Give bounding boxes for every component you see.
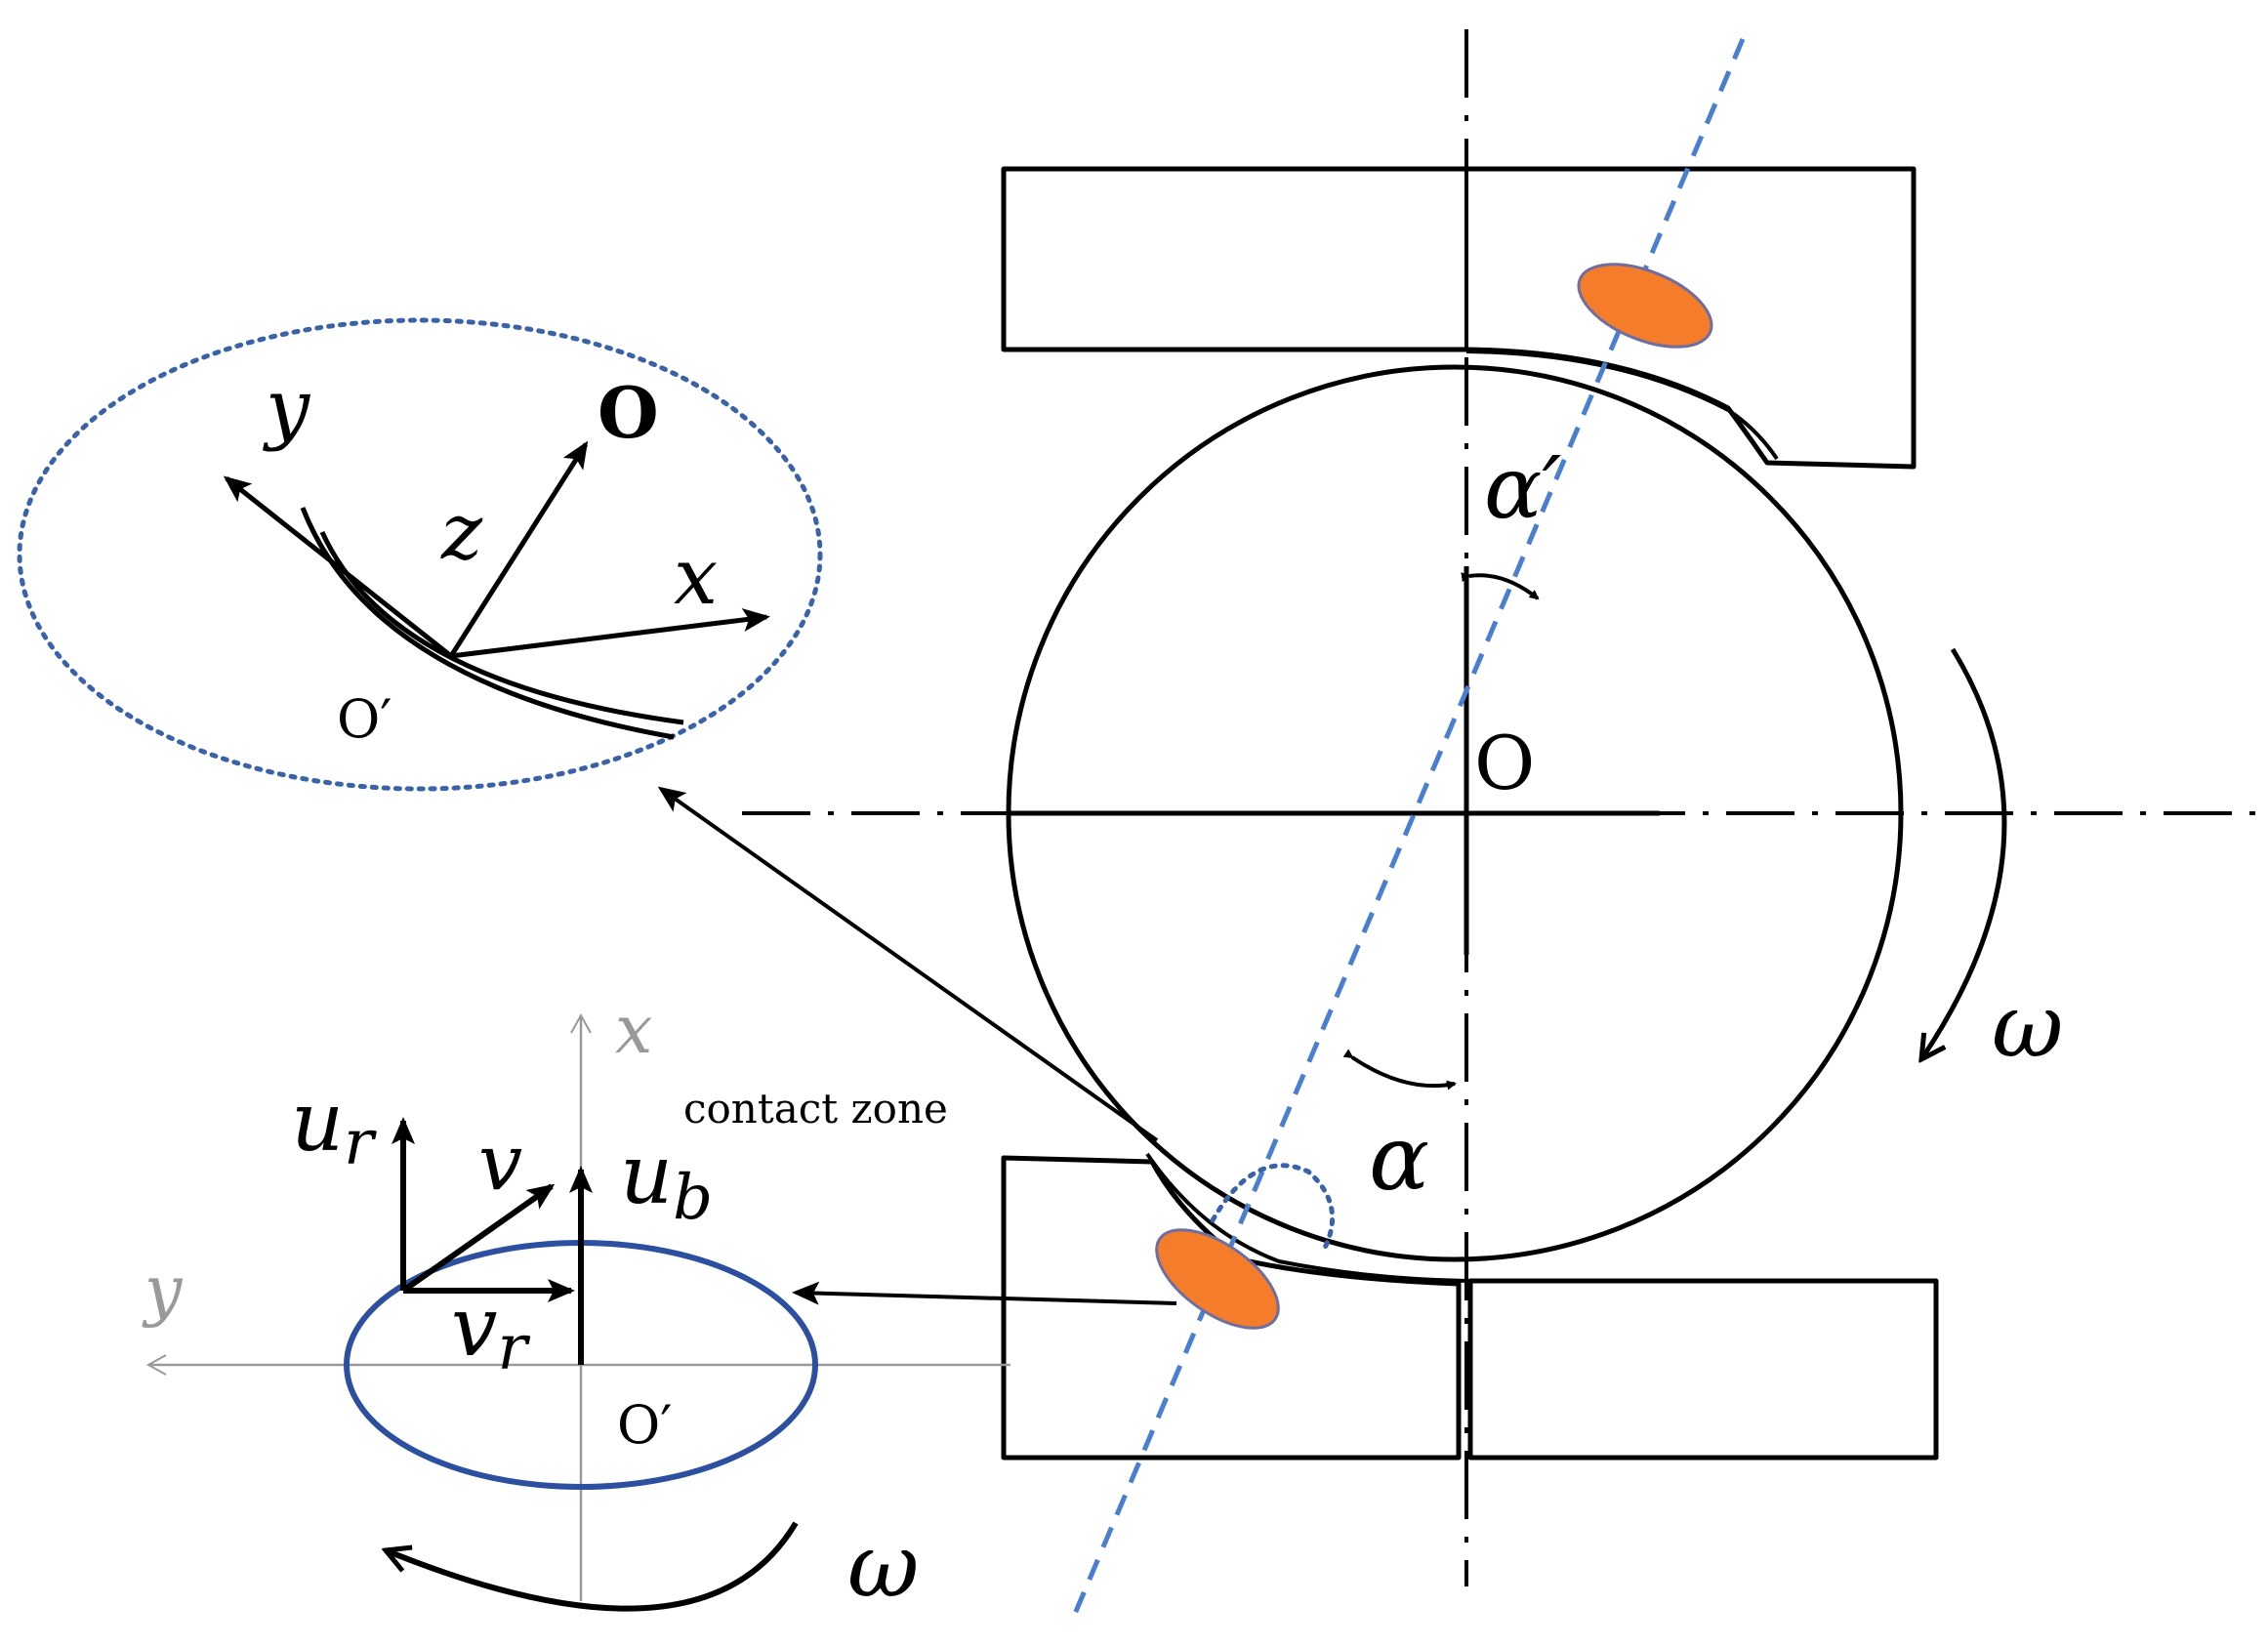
alpha-prime-arc — [1461, 572, 1540, 600]
lower-raceway-arc — [1145, 1152, 1467, 1283]
upper-race-block — [1001, 166, 1917, 470]
inset-surface-curve-outer — [300, 507, 675, 740]
u-r-label: ur — [291, 1074, 377, 1179]
v-r-label: vr — [451, 1279, 530, 1384]
cz-x-label: x — [615, 992, 652, 1069]
inset-leader-arrow — [657, 786, 1159, 1142]
omega-bottom-label: ω — [847, 1515, 919, 1618]
lower-race-right-part — [1467, 1278, 1939, 1461]
zoom-marker-circle — [1210, 1163, 1336, 1255]
lower-contact-ellipse — [1155, 1228, 1280, 1330]
omega-right-label: ω — [1992, 975, 2063, 1078]
upper-contact-ellipse — [1577, 263, 1713, 349]
surface-frame-inset: y z x O O′ — [17, 317, 823, 792]
center-label: O — [1474, 720, 1535, 806]
inset-z-axis — [448, 440, 589, 658]
contact-zone-label: contact zone — [683, 1085, 948, 1132]
inset-y-axis — [223, 475, 453, 658]
upper-raceway-arc — [1465, 350, 1779, 461]
inset-z-label: z — [440, 486, 483, 577]
contact-zone-detail: x y ur v ub vr O′ contact zone ω — [142, 992, 1010, 1618]
inset-boundary — [17, 317, 823, 792]
inset-origin-label: O′ — [337, 688, 392, 750]
contact-zone-leader-arrow — [792, 1281, 1177, 1305]
inset-y-label: y — [263, 362, 311, 453]
inset-O-label: O — [598, 371, 659, 454]
inset-x-axis — [450, 608, 770, 659]
v-label: v — [478, 1117, 522, 1208]
alpha-label: α — [1369, 1106, 1429, 1211]
alpha-arc — [1342, 1049, 1457, 1091]
rotation-arrow-right-icon — [1921, 647, 2007, 1059]
inset-x-label: x — [674, 531, 718, 622]
u-b-label: ub — [620, 1127, 713, 1234]
alpha-prime-label: α′ — [1484, 437, 1561, 538]
ball — [1006, 364, 1904, 1262]
cz-origin-label: O′ — [617, 1394, 673, 1456]
rotation-arrow-bottom-icon — [386, 1521, 799, 1612]
cz-y-label: y — [142, 1253, 184, 1330]
v-vector — [401, 1183, 556, 1294]
